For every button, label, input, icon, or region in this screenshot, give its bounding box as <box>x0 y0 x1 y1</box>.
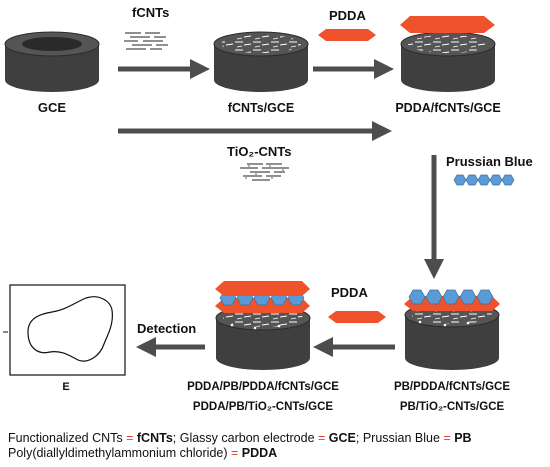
label-fcnts-gce: fCNTs/GCE <box>228 101 294 115</box>
axis-label-e: E <box>62 381 69 393</box>
legend-segment: PDDA <box>241 446 278 460</box>
pdda-material-top <box>318 29 376 41</box>
fcnts-gce-electrode <box>213 31 309 92</box>
legend-segment: = <box>231 446 242 460</box>
legend-segment: = <box>443 431 455 445</box>
label-pdda-top: PDDA <box>329 8 366 23</box>
gce-electrode <box>4 31 100 92</box>
label-pb-pdda-fcnts-gce: PB/PDDA/fCNTs/GCE <box>394 381 510 393</box>
label-pdda-pb-pdda-fcnts-gce: PDDA/PB/PDDA/fCNTs/GCE <box>187 381 339 393</box>
prussian-blue-material <box>453 174 515 186</box>
pb-electrode <box>404 289 500 370</box>
legend-segment: GCE <box>328 431 356 445</box>
label-fcnts-top: fCNTs <box>132 5 169 20</box>
tio2-cnts-material <box>240 163 289 181</box>
legend-segment: PB <box>454 431 472 445</box>
legend-segment: Functionalized CNTs <box>8 431 127 445</box>
legend-segment: = <box>126 431 137 445</box>
label-tio2-cnts: TiO₂-CNTs <box>227 144 292 159</box>
legend-line-1: Functionalized CNTs = fCNTs; Glassy carb… <box>8 431 472 446</box>
final-electrode <box>215 281 311 370</box>
pdda-fcnts-gce-electrode <box>400 16 496 92</box>
legend-segment: = <box>318 431 329 445</box>
label-pdda-mid: PDDA <box>331 285 368 300</box>
label-detection: Detection <box>137 321 196 336</box>
legend-segment: Poly(diallyldimethylammonium chloride) <box>8 446 231 460</box>
legend-segment: ; Glassy carbon electrode <box>172 431 318 445</box>
cv-curve <box>27 296 113 362</box>
fcnts-material <box>124 32 168 50</box>
label-pdda-fcnts-gce: PDDA/fCNTs/GCE <box>395 101 500 115</box>
label-gce: GCE <box>38 100 67 115</box>
label-pdda-pb-tio2-cnts-gce: PDDA/PB/TiO₂-CNTs/GCE <box>193 401 333 413</box>
legend-line-2: Poly(diallyldimethylammonium chloride) =… <box>8 446 472 461</box>
pdda-material-mid <box>328 311 386 323</box>
cv-plot <box>9 284 126 376</box>
legend-segment: fCNTs <box>136 431 173 445</box>
label-pb-tio2-cnts-gce: PB/TiO₂-CNTs/GCE <box>400 401 505 413</box>
legend-segment: ; Prussian Blue <box>355 431 444 445</box>
label-prussian-blue: Prussian Blue <box>446 154 533 169</box>
legend: Functionalized CNTs = fCNTs; Glassy carb… <box>8 431 472 461</box>
